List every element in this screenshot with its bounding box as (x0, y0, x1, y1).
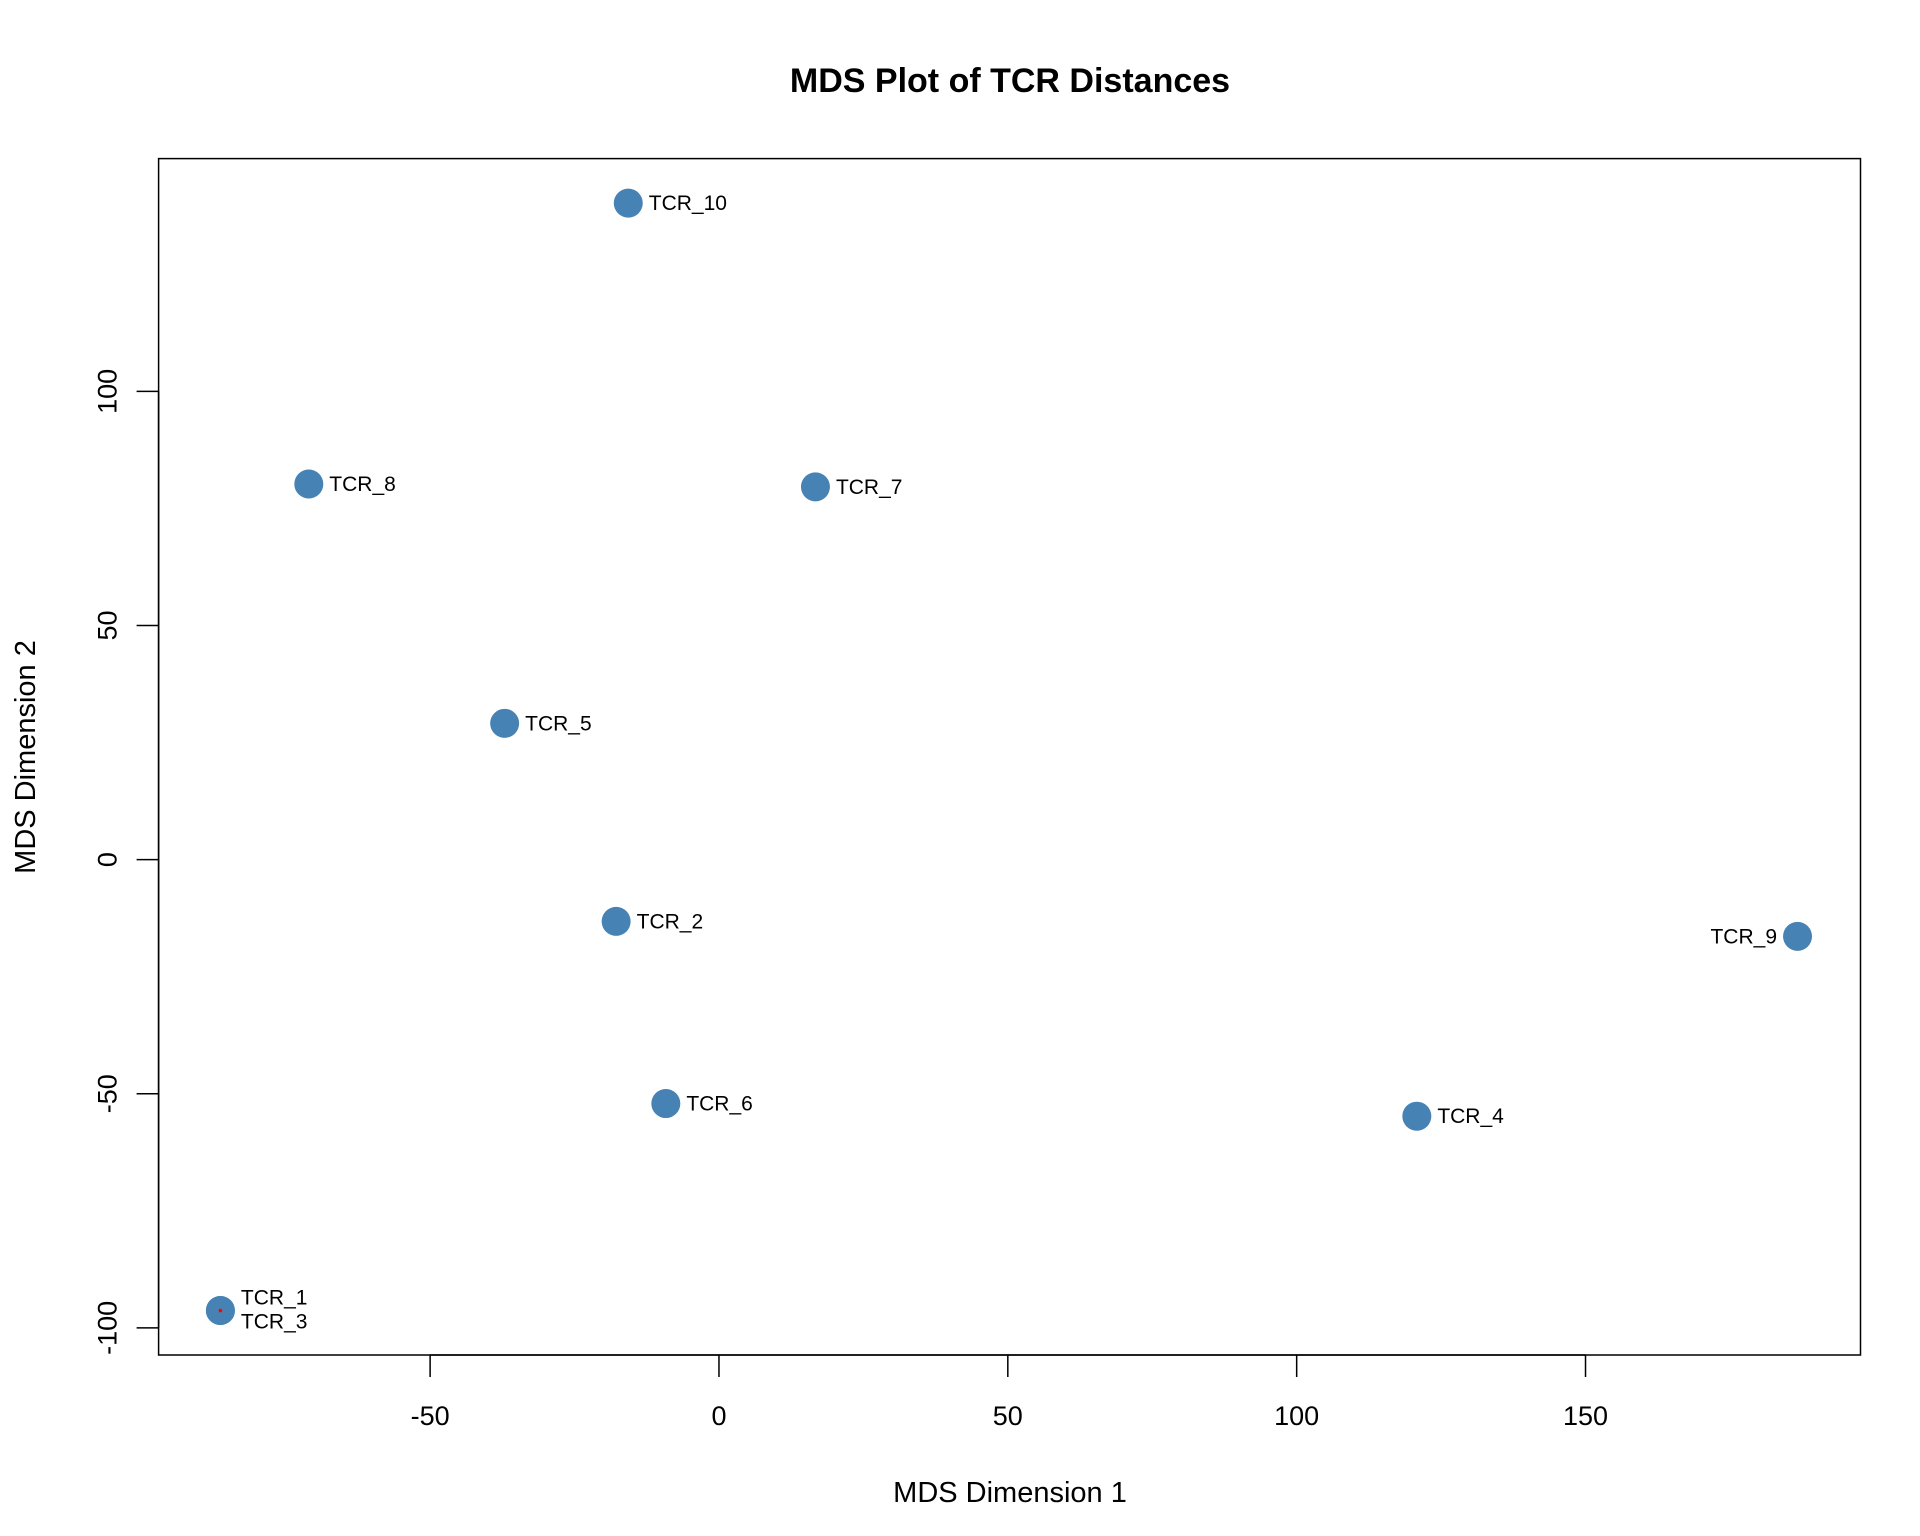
point-label: TCR_1 (241, 1287, 308, 1310)
y-axis-label: MDS Dimension 2 (10, 640, 42, 874)
x-tick-label: 150 (1563, 1401, 1608, 1431)
x-axis: -50 0 50 100 150 (411, 1354, 1608, 1431)
y-tick-label: -100 (93, 1301, 123, 1355)
x-axis-label: MDS Dimension 1 (893, 1477, 1127, 1509)
point-label: TCR_9 (1710, 925, 1777, 948)
data-point (490, 708, 520, 738)
point-label: TCR_4 (1437, 1105, 1504, 1128)
point-label: TCR_5 (525, 712, 592, 735)
x-tick-label: -50 (411, 1401, 450, 1431)
data-point (800, 472, 830, 502)
data-points (205, 188, 1813, 1326)
data-point (1783, 921, 1813, 951)
point-label: TCR_6 (686, 1093, 753, 1116)
x-tick-label: 100 (1274, 1401, 1319, 1431)
point-label: TCR_10 (649, 192, 727, 215)
y-tick-label: 100 (93, 369, 123, 414)
y-tick-label: 50 (93, 610, 123, 640)
data-point (651, 1089, 681, 1119)
y-axis: -100 -50 0 50 100 (93, 369, 160, 1355)
highlight-point (218, 1308, 223, 1313)
point-label: TCR_2 (637, 910, 704, 933)
y-tick-label: -50 (93, 1074, 123, 1113)
data-point (294, 469, 324, 499)
data-point (1402, 1101, 1432, 1131)
y-tick-label: 0 (93, 852, 123, 867)
data-point (601, 906, 631, 936)
chart-title: MDS Plot of TCR Distances (790, 62, 1230, 100)
plot-frame (157, 157, 1862, 1356)
point-label: TCR_3 (241, 1311, 308, 1334)
data-point (613, 188, 643, 218)
point-label: TCR_7 (836, 476, 903, 499)
x-tick-label: 50 (993, 1401, 1023, 1431)
point-label: TCR_8 (329, 473, 396, 496)
x-tick-label: 0 (711, 1401, 726, 1431)
